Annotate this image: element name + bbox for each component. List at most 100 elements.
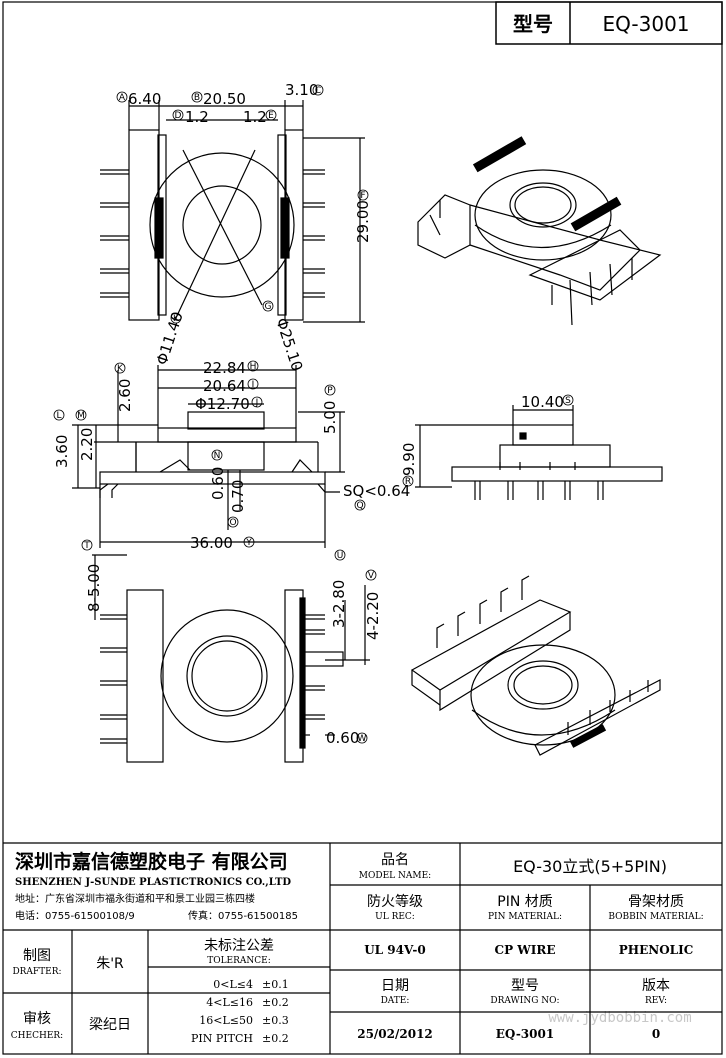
drawing-no-value: EQ-3001 — [496, 1027, 554, 1041]
dim-d: 1.2 — [185, 108, 209, 126]
dim-c: 3.10 — [285, 81, 318, 99]
model-name-cn: 品名 — [381, 852, 409, 868]
date-en: DATE: — [381, 996, 410, 1006]
drawing-no-en: DRAWING NO: — [490, 996, 559, 1006]
dim-q: SQ<0.64 — [343, 482, 410, 500]
tolerance-value-3: ±0.3 — [262, 1014, 289, 1027]
bottom-view — [92, 554, 370, 763]
marker-b: B — [194, 93, 200, 103]
rev-cn: 版本 — [642, 978, 670, 994]
marker-i: I — [252, 380, 255, 390]
dim-l: 3.60 — [53, 435, 71, 468]
company-phone: 电话：0755-61500108/9 — [15, 909, 135, 922]
title-block — [3, 842, 722, 1054]
marker-r: R — [405, 477, 411, 487]
tolerance-en: TOLERANCE: — [207, 956, 271, 966]
marker-k: K — [173, 314, 180, 324]
dim-r: 9.90 — [400, 443, 418, 476]
dim-u: 3-2.80 — [330, 580, 348, 628]
ul-rec-value: UL 94V-0 — [364, 943, 426, 957]
marker-d: D — [175, 111, 182, 121]
dim-e: 1.2 — [243, 108, 267, 126]
markers-front — [53, 360, 366, 548]
markers-bottom — [81, 539, 377, 744]
marker-q: Q — [356, 501, 363, 511]
dim-y: 36.00 — [190, 534, 233, 552]
checker-value: 梁纪日 — [89, 1017, 131, 1033]
dim-v: 4-2.20 — [364, 592, 382, 640]
pin-material-cn: PIN 材质 — [497, 894, 553, 910]
dim-p: 5.00 — [321, 401, 339, 434]
iso-view-top — [417, 136, 662, 326]
company-address: 地址：广东省深圳市福永街道和平和景工业园三栋四楼 — [15, 892, 255, 905]
marker-l: L — [56, 411, 61, 421]
marker-v: V — [368, 571, 375, 581]
watermark: www.jydbobbin.com — [548, 1010, 691, 1026]
dim-n: 0.60 — [209, 467, 227, 500]
marker-e: E — [268, 111, 274, 121]
header-model-box: 型号 EQ-3001 — [495, 1, 723, 45]
marker-w: W — [358, 734, 367, 744]
bobbin-material-en: BOBBIN MATERIAL: — [608, 912, 703, 922]
header-model-label: 型号 — [513, 12, 553, 36]
tolerance-range-3: 16<L≤50 — [199, 1014, 253, 1027]
dim-m: 2.20 — [78, 428, 96, 461]
dim-i: 20.64 — [203, 377, 246, 395]
tolerance-value-4: ±0.2 — [262, 1032, 289, 1045]
tolerance-range-1: 0<L≤4 — [213, 978, 253, 991]
dim-j: Φ12.70 — [195, 395, 250, 413]
markers-side — [402, 394, 574, 487]
marker-y: Y — [245, 538, 252, 548]
title-block-text: 深圳市嘉信德塑胶电子 有限公司 SHENZHEN J-SUNDE PLASTIC… — [11, 850, 704, 1045]
marker-j: J — [255, 398, 259, 408]
company-name-en: SHENZHEN J-SUNDE PLASTICTRONICS CO.,LTD — [15, 877, 291, 888]
company-name-cn: 深圳市嘉信德塑胶电子 有限公司 — [15, 850, 288, 873]
dim-f: 29.00 — [354, 200, 372, 243]
tolerance-range-2: 4<L≤16 — [206, 996, 253, 1009]
company-fax: 传真：0755-61500185 — [188, 909, 298, 922]
rev-value: 0 — [652, 1027, 660, 1041]
dim-w: 0.60 — [326, 729, 359, 747]
marker-t: T — [83, 541, 90, 551]
pin-material-value: CP WIRE — [495, 943, 556, 957]
header-model-value: EQ-3001 — [602, 12, 689, 36]
marker-o: O — [229, 518, 236, 528]
drawing-no-cn: 型号 — [511, 978, 539, 994]
checker-en: CHECHER: — [11, 1031, 63, 1041]
drafter-en: DRAFTER: — [12, 967, 61, 977]
marker-c: C — [315, 86, 321, 96]
drafter-cn: 制图 — [23, 948, 51, 964]
rev-en: REV: — [645, 996, 667, 1006]
marker-n: N — [214, 451, 221, 461]
marker-g: G — [265, 302, 272, 312]
top-view — [100, 100, 365, 323]
pin-material-en: PIN MATERIAL: — [488, 912, 562, 922]
front-view — [72, 365, 345, 548]
date-cn: 日期 — [381, 978, 409, 994]
side-view-dims: 10.40 9.90 S R — [400, 393, 574, 487]
marker-a: A — [119, 93, 126, 103]
marker-m: M — [77, 411, 85, 421]
ul-rec-en: UL REC: — [375, 912, 415, 922]
marker-k2: K — [117, 364, 124, 374]
checker-cn: 审核 — [23, 1011, 51, 1027]
bottom-view-dims: 8-5.00 3-2.80 4-2.20 0.60 T U V W — [81, 539, 382, 747]
front-view-dims: 22.84 20.64 Φ12.70 2.60 3.60 2.20 0.60 0… — [53, 359, 410, 552]
marker-u: U — [337, 551, 344, 561]
dim-a: 6.40 — [128, 90, 161, 108]
side-view — [415, 405, 663, 500]
drafter-value: 朱'R — [96, 956, 124, 972]
date-value: 25/02/2012 — [357, 1027, 433, 1041]
tolerance-range-4: PIN PITCH — [191, 1032, 253, 1045]
ul-rec-cn: 防火等级 — [367, 893, 423, 910]
bobbin-material-cn: 骨架材质 — [628, 894, 684, 910]
dim-g: Φ25.10 — [272, 316, 306, 374]
model-name-en: MODEL NAME: — [359, 871, 431, 881]
iso-view-bottom — [410, 575, 661, 756]
markers-top — [116, 84, 369, 324]
dim-k: Φ11.40 — [153, 310, 187, 368]
dim-k2: 2.60 — [116, 379, 134, 412]
dim-s: 10.40 — [521, 393, 564, 411]
